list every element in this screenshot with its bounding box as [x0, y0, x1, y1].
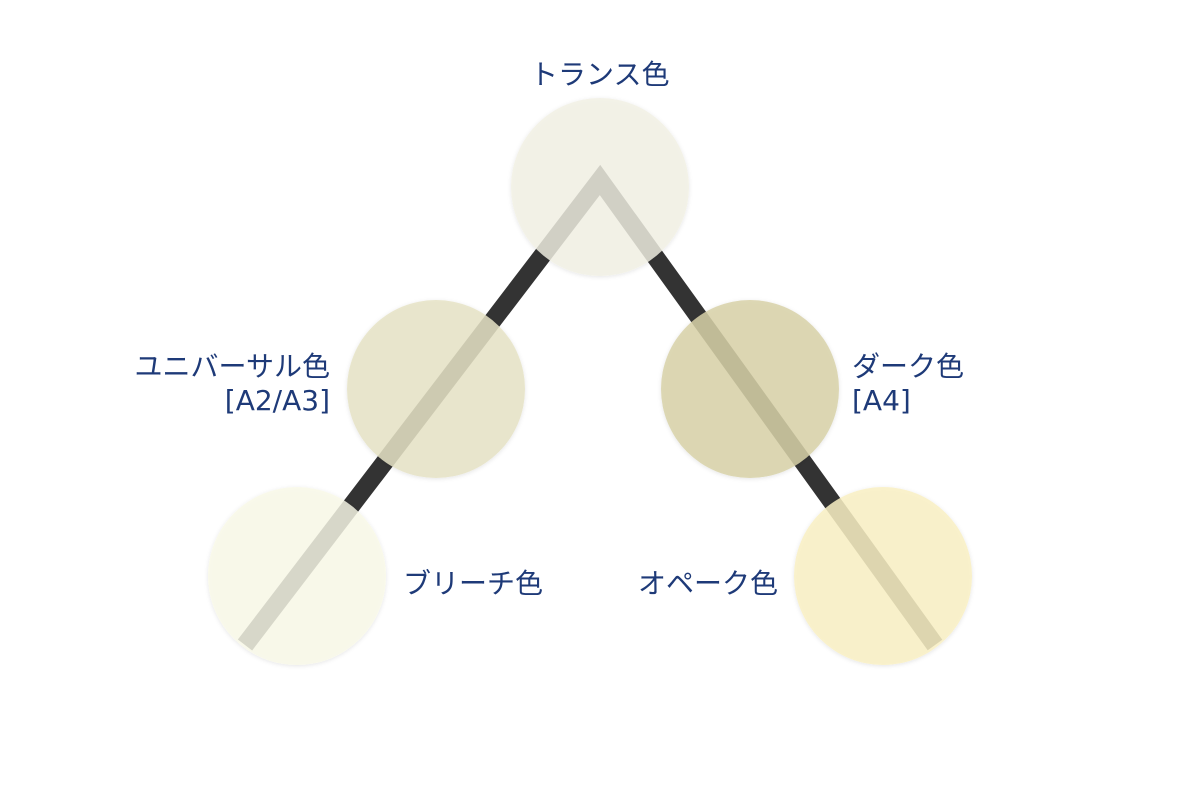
universal-shade-circle [347, 300, 525, 478]
bleach-label: ブリーチ色 [403, 567, 544, 600]
opaque-label: オペーク色 [637, 567, 778, 600]
dark-code: [A4] [852, 384, 911, 417]
universal-code: [A2/A3] [224, 384, 330, 417]
dark-name: ダーク色 [852, 350, 965, 383]
trans-label: トランス色 [530, 58, 670, 91]
trans-shade-circle [511, 98, 689, 276]
universal-label: ユニバーサル色 [A2/A3] [135, 350, 330, 418]
opaque-shade-circle [794, 487, 972, 665]
dark-shade-circle [661, 300, 839, 478]
bleach-shade-circle [208, 487, 386, 665]
universal-name: ユニバーサル色 [134, 350, 330, 383]
dark-label: ダーク色 [A4] [852, 350, 964, 418]
